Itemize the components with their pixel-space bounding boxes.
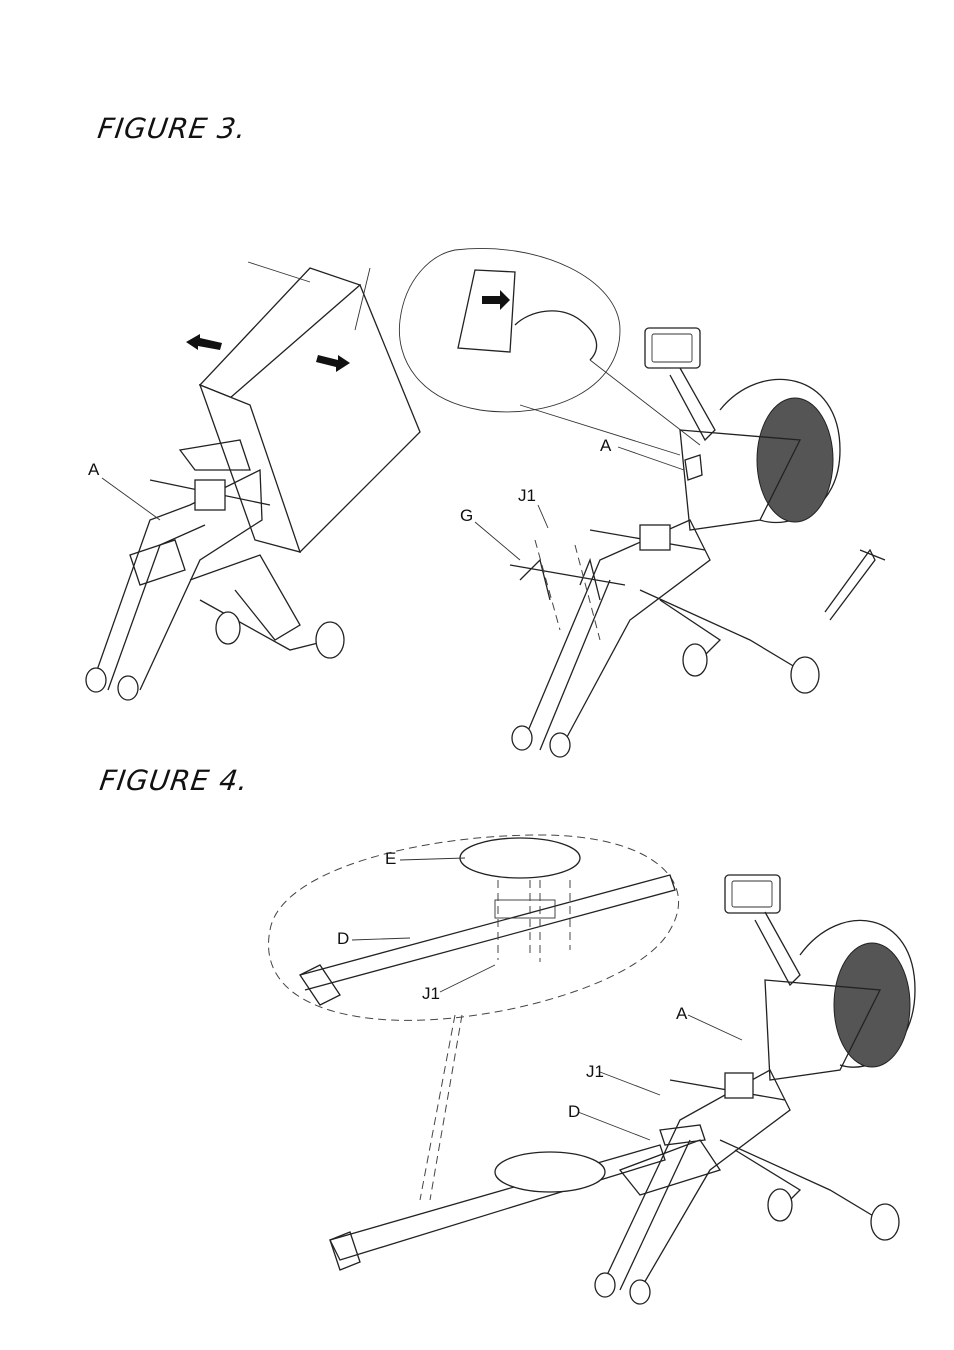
label-g-figure3: G <box>460 506 474 525</box>
arrow-right-icon <box>316 355 350 372</box>
label-a-figure3-left: A <box>88 460 100 479</box>
detail-magnifier <box>398 248 701 456</box>
figure-4-rower <box>329 874 916 1305</box>
label-j1-figure4-inset: J1 <box>422 984 440 1003</box>
arrow-left-icon <box>186 334 222 350</box>
label-e-figure4: E <box>385 849 397 868</box>
label-j1-figure4: J1 <box>586 1062 604 1081</box>
label-j1-figure3: J1 <box>518 486 536 505</box>
label-a-figure3-right: A <box>600 436 612 455</box>
right-rower <box>509 327 886 758</box>
label-d-figure4: D <box>568 1102 581 1121</box>
label-a-figure4: A <box>676 1004 688 1023</box>
label-d-figure4-inset: D <box>337 929 350 948</box>
left-rower-frame <box>85 439 345 701</box>
seat-box-block <box>198 261 421 554</box>
figure-4-inset <box>268 834 680 1021</box>
